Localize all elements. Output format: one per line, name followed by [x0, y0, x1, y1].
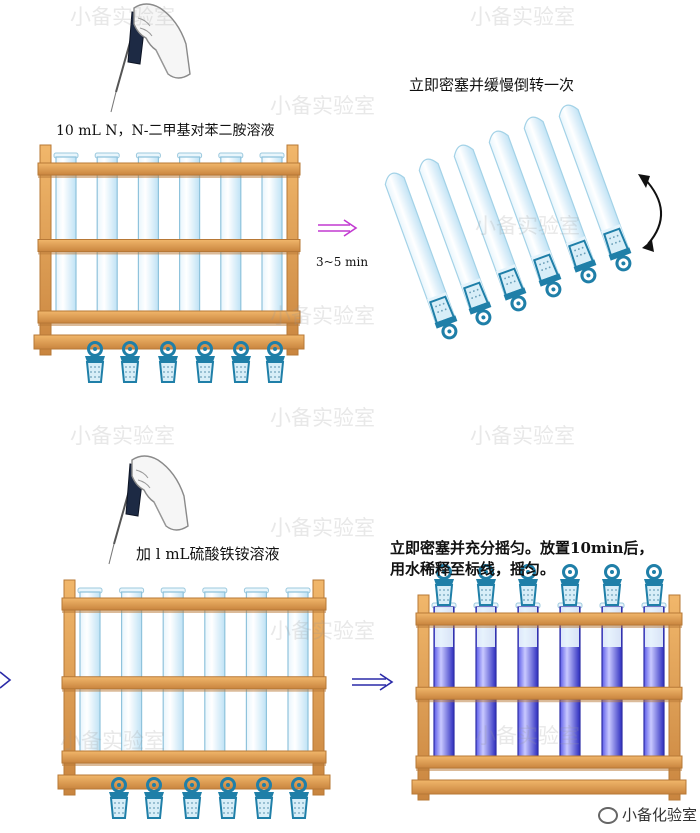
test-tube [202, 587, 228, 762]
wechat-icon [598, 807, 618, 824]
stopper-icon [518, 564, 538, 606]
step4-action-label-line1: 立即密塞并充分摇匀。放置10min后， [390, 539, 654, 557]
stopper-icon [195, 341, 215, 383]
inverted-tube [384, 172, 458, 340]
stopper-icon [560, 564, 580, 606]
stopper-icon [109, 777, 129, 819]
double-arrow-icon [0, 671, 12, 689]
test-tube [515, 564, 541, 767]
step4-action-label-line2: 用水稀释至标线，摇匀。 [390, 560, 556, 578]
inverted-tube [453, 144, 527, 312]
stopper-icon [644, 564, 664, 606]
pipette-hand-icon [110, 3, 191, 113]
stopper-icon [602, 564, 622, 606]
test-tube [243, 587, 269, 762]
test-tube [177, 152, 203, 322]
step3-reagent-label: 加 l mL硫酸铁铵溶液 [136, 545, 280, 563]
test-tube [259, 152, 285, 322]
test-tube [77, 587, 103, 762]
stopper-icon [289, 777, 309, 819]
test-tube [557, 564, 583, 767]
stopper-icon [265, 341, 285, 383]
rotate-arrow-icon [638, 174, 662, 252]
brand-label: 小备化验室 [598, 804, 697, 825]
inverted-tube [418, 158, 492, 326]
step1-time-label: 3~5 min [316, 255, 369, 269]
inverted-tube [558, 104, 632, 272]
stopper-icon [476, 564, 496, 606]
stopper-icon [231, 341, 251, 383]
stopper-icon [85, 341, 105, 383]
stopper-icon [254, 777, 274, 819]
test-tube [135, 152, 161, 322]
double-arrow-icon [318, 219, 358, 237]
stopper-icon [218, 777, 238, 819]
brand-text: 小备化验室 [622, 806, 698, 824]
double-arrow-icon [352, 673, 394, 691]
test-tube [119, 587, 145, 762]
test-tube-rack [57, 579, 331, 796]
test-tube [160, 587, 186, 762]
inverted-tube [523, 116, 597, 284]
inverted-tube [488, 130, 562, 298]
stopper-icon [434, 564, 454, 606]
test-tube [53, 152, 79, 322]
stopper-icon [144, 777, 164, 819]
test-tube [599, 564, 625, 767]
stopper-icon [182, 777, 202, 819]
test-tube [473, 564, 499, 767]
test-tube-rack [33, 144, 305, 356]
step1-reagent-label: 10 mL N，N-二甲基对苯二胺溶液 [56, 123, 275, 139]
test-tube-rack [411, 564, 687, 801]
test-tube [94, 152, 120, 322]
test-tube [285, 587, 311, 762]
pipette-hand-icon [108, 455, 189, 565]
stopper-icon [158, 341, 178, 383]
test-tube [218, 152, 244, 322]
step2-action-label: 立即密塞并缓慢倒转一次 [409, 76, 575, 94]
stopper-icon [120, 341, 140, 383]
test-tube [431, 564, 457, 767]
test-tube [641, 564, 667, 767]
